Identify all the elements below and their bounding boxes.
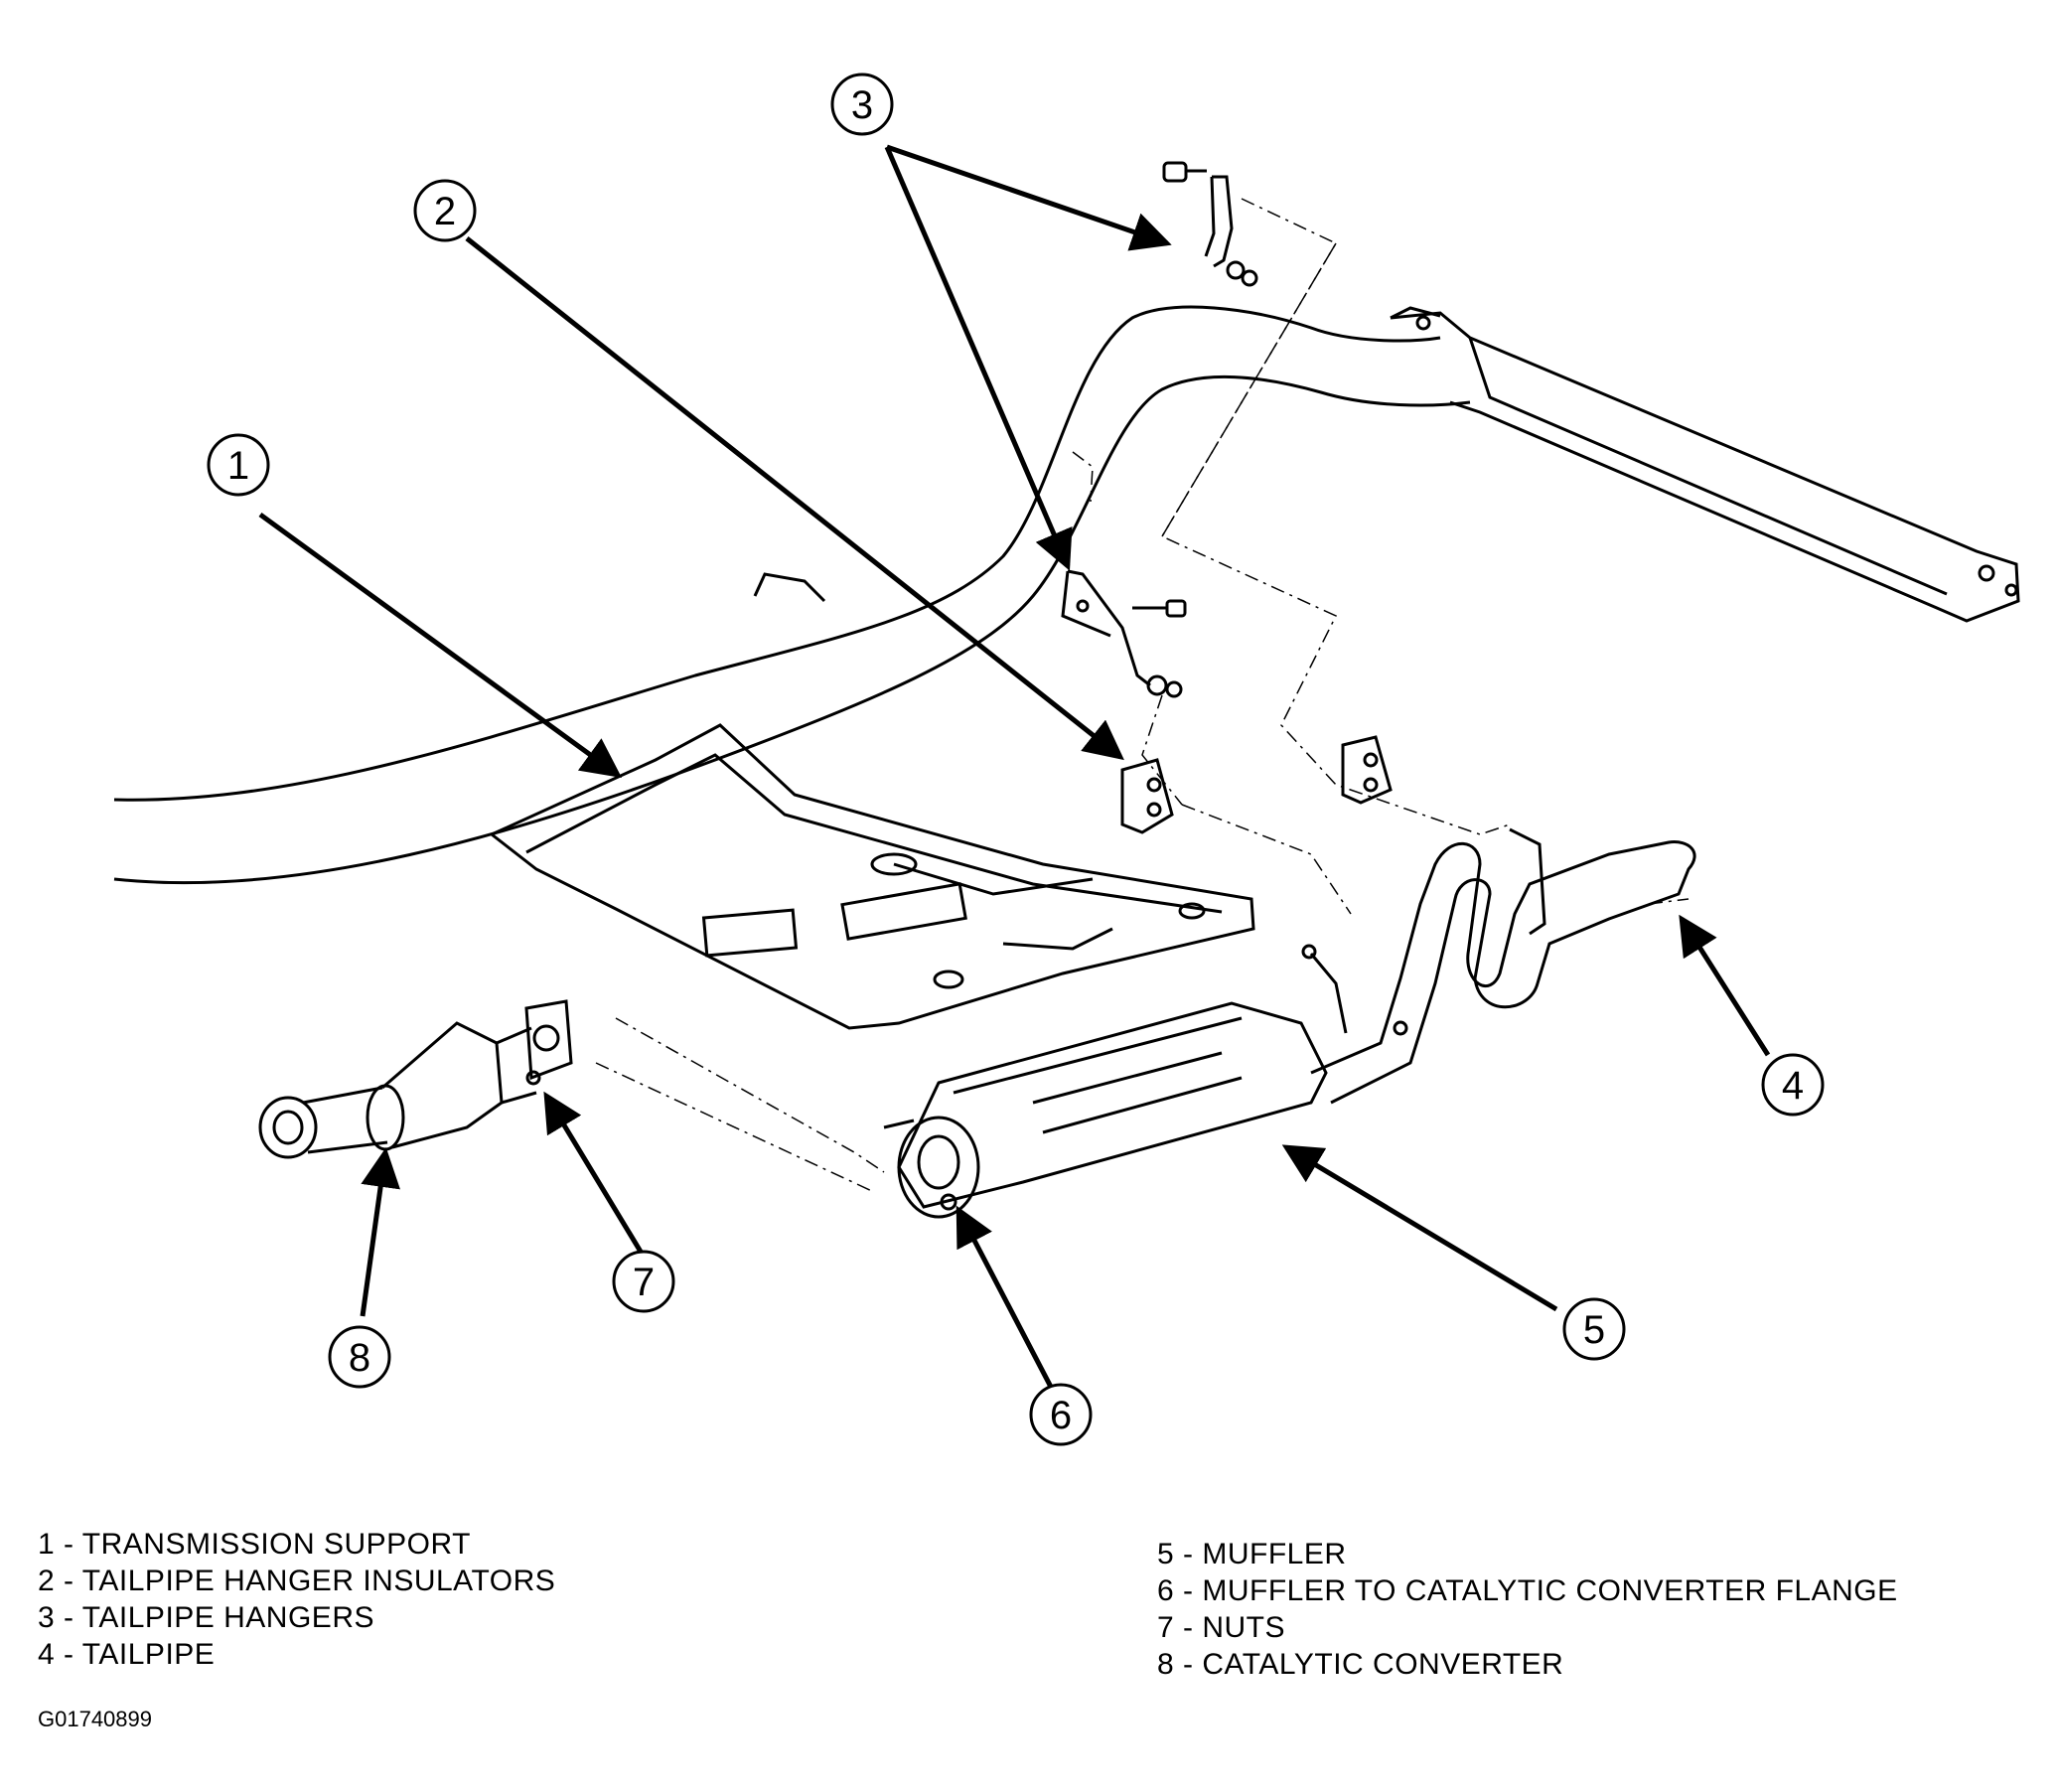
tailpipe-hanger-lower: [1061, 569, 1187, 698]
callout-3: 3: [830, 73, 894, 136]
legend-left: 1 - TRANSMISSION SUPPORT 2 - TAILPIPE HA…: [38, 1526, 555, 1673]
callout-8: 8: [328, 1325, 391, 1389]
legend-item-4: 4 - TAILPIPE: [38, 1638, 216, 1671]
transmission-support: [489, 723, 1255, 1030]
svg-text:1: 1: [227, 444, 249, 488]
figure-id: G01740899: [38, 1707, 152, 1731]
legend-item-2: 2 - TAILPIPE HANGER INSULATORS: [38, 1565, 556, 1597]
callout-4: 4: [1761, 1053, 1825, 1117]
svg-text:4: 4: [1782, 1064, 1804, 1108]
svg-text:7: 7: [633, 1261, 655, 1304]
callout-7: 7: [612, 1250, 675, 1313]
tailpipe-hanger-upper: [1162, 161, 1258, 287]
legend-item-8: 8 - CATALYTIC CONVERTER: [1157, 1648, 1564, 1681]
catalytic-converter: [258, 999, 573, 1159]
legend-item-7: 7 - NUTS: [1157, 1611, 1286, 1644]
callout-2: 2: [413, 179, 477, 242]
frame-rail: [113, 305, 2020, 885]
svg-text:8: 8: [349, 1336, 370, 1380]
leader-arrows: [258, 144, 1771, 1393]
svg-text:3: 3: [851, 83, 873, 127]
svg-text:5: 5: [1583, 1308, 1605, 1352]
legend-item-6: 6 - MUFFLER TO CATALYTIC CONVERTER FLANG…: [1157, 1574, 1898, 1607]
legend-item-3: 3 - TAILPIPE HANGERS: [38, 1601, 374, 1634]
svg-text:2: 2: [434, 190, 456, 233]
legend-right: 5 - MUFFLER 6 - MUFFLER TO CATALYTIC CON…: [1157, 1536, 1898, 1683]
muffler: [883, 1001, 1328, 1219]
hanger-insulators: [1120, 735, 1393, 834]
callout-5: 5: [1562, 1297, 1626, 1361]
assembly-guide-lines: [595, 198, 1690, 1193]
callout-6: 6: [1029, 1383, 1093, 1446]
tailpipe: [1301, 827, 1696, 1105]
callout-1: 1: [207, 433, 270, 497]
legend-item-5: 5 - MUFFLER: [1157, 1538, 1347, 1570]
svg-text:6: 6: [1050, 1394, 1072, 1437]
legend-item-1: 1 - TRANSMISSION SUPPORT: [38, 1528, 471, 1561]
